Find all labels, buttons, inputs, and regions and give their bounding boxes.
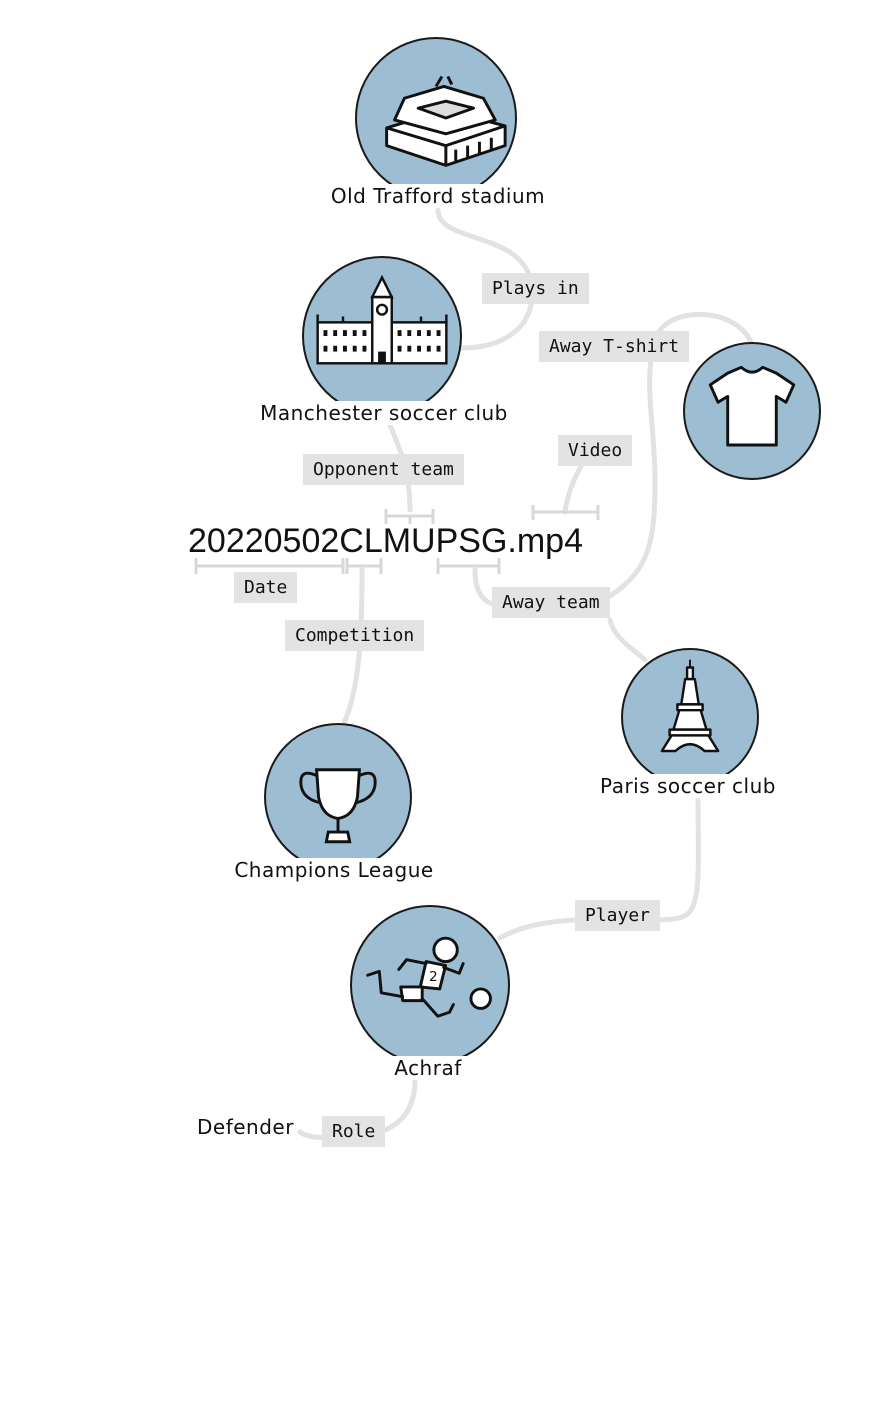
tshirt-icon: [708, 365, 796, 447]
bracket-competition: [345, 558, 383, 574]
paris-node[interactable]: [621, 648, 759, 786]
link-player: [497, 797, 701, 941]
video-filename: 20220502CLMUPSG.mp4: [188, 522, 584, 560]
champions-node[interactable]: [264, 723, 412, 871]
bracket-opponent: [384, 509, 435, 524]
stadium-icon: [385, 75, 507, 167]
achraf-node[interactable]: 2: [350, 905, 510, 1065]
paris-label: Paris soccer club: [596, 774, 780, 798]
stadium-label: Old Trafford stadium: [326, 184, 550, 208]
edge-player: Player: [575, 900, 661, 931]
eiffel-tower-icon: [660, 659, 720, 753]
stadium-node[interactable]: [355, 37, 517, 199]
bracket-away: [436, 558, 501, 574]
trophy-icon: [299, 768, 377, 844]
edge-role: Role: [322, 1116, 386, 1147]
link-competition: [340, 567, 365, 728]
edge-plays-in: Plays in: [482, 273, 589, 304]
achraf-label: Achraf: [390, 1056, 466, 1080]
soccer-player-icon: 2: [366, 936, 492, 1018]
edge-away-tshirt: Away T-shirt: [539, 331, 690, 362]
edge-away-team: Away team: [492, 587, 610, 618]
tshirt-node[interactable]: [683, 342, 821, 480]
bracket-date: [194, 558, 345, 574]
edge-video: Video: [558, 435, 633, 466]
svg-text:2: 2: [429, 969, 438, 985]
bracket-video: [531, 505, 600, 520]
link-tshirt: [607, 311, 755, 599]
link-paris: [607, 617, 648, 663]
building-icon: [316, 274, 448, 365]
champions-label: Champions League: [230, 858, 438, 882]
role-value-defender: Defender: [197, 1115, 294, 1139]
link-video: [562, 457, 588, 515]
manchester-label: Manchester soccer club: [256, 401, 512, 425]
edge-date: Date: [234, 572, 298, 603]
manchester-node[interactable]: [302, 256, 462, 416]
edge-competition: Competition: [285, 620, 425, 651]
edge-opponent-team: Opponent team: [303, 454, 464, 485]
